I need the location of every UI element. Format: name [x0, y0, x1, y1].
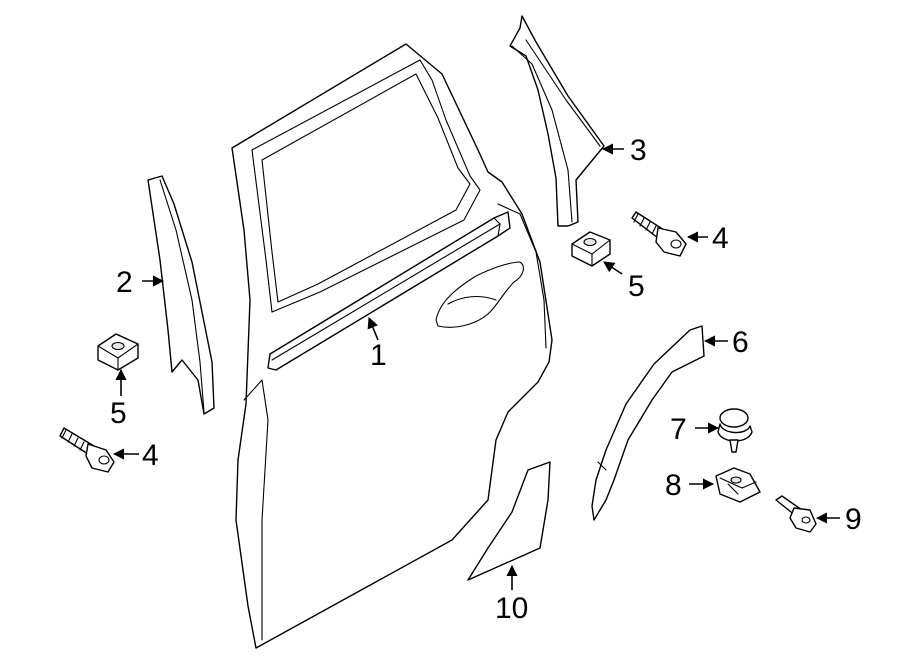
- callout-5-lower: 5: [110, 397, 127, 430]
- callout-7: 7: [670, 413, 687, 446]
- callout-6: 6: [732, 326, 749, 359]
- clip-upper: [571, 231, 611, 267]
- callout-1: 1: [370, 339, 387, 372]
- bolt-upper: [631, 211, 687, 257]
- callout-8: 8: [665, 469, 682, 502]
- callout-3: 3: [630, 134, 647, 167]
- callout-4-lower: 4: [142, 439, 159, 472]
- screw: [775, 495, 817, 533]
- bolt-lower: [59, 427, 115, 473]
- push-pin: [717, 408, 753, 453]
- lower-door-applique: [467, 461, 551, 581]
- nut-clip: [715, 467, 761, 503]
- pillar-applique-rear: [509, 15, 605, 227]
- belt-molding: [267, 211, 511, 371]
- callout-10: 10: [495, 592, 528, 625]
- wheel-arch-molding: [591, 325, 705, 521]
- callout-5-upper: 5: [628, 270, 645, 303]
- clip-lower: [97, 333, 139, 371]
- leader-lines: [112, 143, 840, 590]
- callout-4-upper: 4: [712, 222, 729, 255]
- rear-door-shell: [231, 43, 553, 649]
- pillar-applique-front: [147, 175, 215, 415]
- callout-9: 9: [845, 503, 862, 536]
- callout-2: 2: [116, 266, 133, 299]
